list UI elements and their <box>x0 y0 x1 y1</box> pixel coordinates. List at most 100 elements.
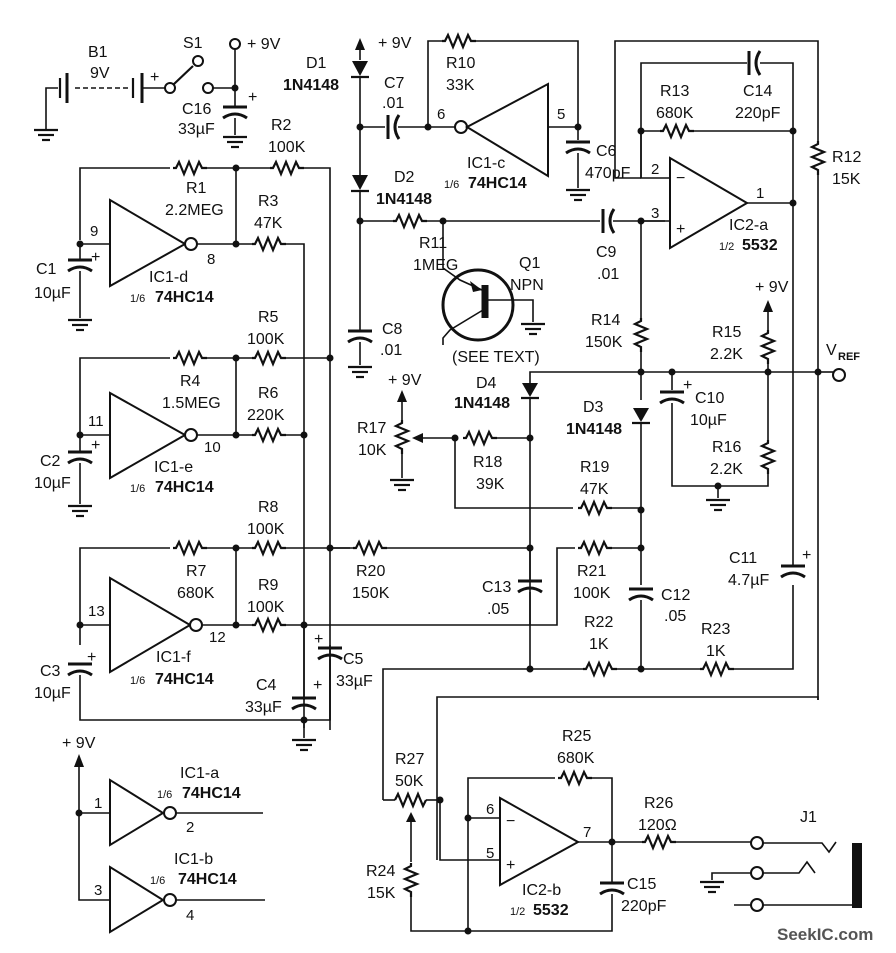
svg-text:1N4148: 1N4148 <box>376 191 432 208</box>
svg-text:R6: R6 <box>258 385 279 402</box>
svg-text:33µF: 33µF <box>245 699 282 716</box>
svg-text:D2: D2 <box>394 169 415 186</box>
svg-text:R1: R1 <box>186 180 207 197</box>
svg-text:(SEE TEXT): (SEE TEXT) <box>452 349 540 366</box>
svg-text:R11: R11 <box>419 235 447 252</box>
svg-text:100K: 100K <box>268 139 306 156</box>
resistor-r20: R20 150K <box>330 540 530 602</box>
svg-text:15K: 15K <box>367 885 396 902</box>
svg-text:6: 6 <box>486 801 494 818</box>
svg-text:R15: R15 <box>712 324 741 341</box>
noise-source-q1: R11 1MEG Q1 NPN (SEE TEXT) C9 .01 <box>360 207 665 366</box>
svg-text:680K: 680K <box>557 750 595 767</box>
svg-text:+: + <box>802 547 811 564</box>
svg-text:R9: R9 <box>258 577 279 594</box>
svg-text:R5: R5 <box>258 309 279 326</box>
oscillator-ic1c: 6 5 IC1-c 1/6 74HC14 R10 33K C6 470pF <box>424 33 631 202</box>
svg-text:R17: R17 <box>357 420 386 437</box>
svg-text:.05: .05 <box>664 608 686 625</box>
svg-text:R4: R4 <box>180 373 201 390</box>
battery-ref: B1 <box>88 44 108 61</box>
svg-text:C1: C1 <box>36 261 57 278</box>
svg-text:R8: R8 <box>258 499 279 516</box>
svg-text:R18: R18 <box>473 454 502 471</box>
svg-text:1MEG: 1MEG <box>413 257 458 274</box>
svg-text:1: 1 <box>756 185 764 202</box>
svg-text:8: 8 <box>207 251 215 268</box>
svg-text:.01: .01 <box>382 95 404 112</box>
oscillator-ic1f: + + + 13 12 IC1-f 1/6 74HC14 R7 680K R8 … <box>34 499 531 752</box>
oscillator-ic1d: + 9 8 IC1-d 1/6 74HC14 R1 2.2MEG R2 100K… <box>34 117 331 730</box>
svg-text:220K: 220K <box>247 407 285 424</box>
supply-label: + 9V <box>247 36 281 53</box>
svg-text:680K: 680K <box>177 585 215 602</box>
svg-text:+: + <box>87 649 96 666</box>
svg-text:+ 9V: + 9V <box>388 372 422 389</box>
filter-network: + + 9V D4 1N4148 D3 1N4148 R17 10K R18 3… <box>357 372 811 677</box>
vref-terminal[interactable] <box>832 368 846 382</box>
svg-text:7: 7 <box>583 824 591 841</box>
svg-text:1/6: 1/6 <box>130 483 145 495</box>
switch-s1[interactable]: S1 <box>164 35 214 94</box>
switch-ref: S1 <box>183 35 203 52</box>
svg-text:+: + <box>313 677 322 694</box>
svg-text:C3: C3 <box>40 663 61 680</box>
svg-text:5532: 5532 <box>533 902 569 919</box>
noise-diode-chain: + 9V D1 1N4148 C7 .01 D2 1N4148 C8 .01 <box>283 35 455 379</box>
svg-text:.01: .01 <box>597 266 619 283</box>
svg-text:+: + <box>676 221 685 238</box>
svg-text:1/6: 1/6 <box>444 179 459 191</box>
svg-text:C4: C4 <box>256 677 277 694</box>
svg-text:1: 1 <box>94 795 102 812</box>
svg-text:C11: C11 <box>729 550 757 567</box>
svg-text:IC1-d: IC1-d <box>149 269 188 286</box>
svg-text:R3: R3 <box>258 193 279 210</box>
svg-text:1/6: 1/6 <box>150 875 165 887</box>
svg-text:2: 2 <box>186 819 194 836</box>
svg-text:IC1-f: IC1-f <box>156 649 191 666</box>
svg-text:R7: R7 <box>186 563 207 580</box>
oscillator-ic1e: + 11 10 IC1-e 1/6 74HC14 R4 1.5MEG R5 10… <box>34 309 334 518</box>
svg-text:IC1-e: IC1-e <box>154 459 193 476</box>
svg-text:R21: R21 <box>577 563 606 580</box>
svg-text:C16: C16 <box>182 101 211 118</box>
svg-text:10: 10 <box>204 439 221 456</box>
svg-text:.05: .05 <box>487 601 509 618</box>
svg-text:R14: R14 <box>591 312 620 329</box>
svg-text:2.2MEG: 2.2MEG <box>165 202 224 219</box>
svg-text:100K: 100K <box>573 585 611 602</box>
svg-text:Q1: Q1 <box>519 255 540 272</box>
svg-text:1/2: 1/2 <box>719 241 734 253</box>
svg-text:10µF: 10µF <box>690 412 727 429</box>
svg-text:C14: C14 <box>743 83 772 100</box>
output-stage-ic2b: − + 6 5 7 IC2-b 1/2 5532 R27 50K R24 15K… <box>366 668 819 935</box>
svg-text:1/2: 1/2 <box>510 906 525 918</box>
battery-b1: B1 9V + <box>32 44 165 142</box>
svg-text:D1: D1 <box>306 55 327 72</box>
svg-text:+: + <box>506 857 515 874</box>
svg-text:150K: 150K <box>352 585 390 602</box>
svg-text:R2: R2 <box>271 117 292 134</box>
svg-text:+ 9V: + 9V <box>755 279 789 296</box>
svg-text:6: 6 <box>437 106 445 123</box>
svg-text:R10: R10 <box>446 55 475 72</box>
svg-text:10µF: 10µF <box>34 685 71 702</box>
svg-text:39K: 39K <box>476 476 505 493</box>
svg-text:74HC14: 74HC14 <box>155 289 214 306</box>
svg-text:R23: R23 <box>701 621 730 638</box>
svg-text:C5: C5 <box>343 651 364 668</box>
supply-node-9v: + 9V <box>213 36 281 92</box>
svg-text:D3: D3 <box>583 399 604 416</box>
svg-text:J1: J1 <box>800 809 817 826</box>
svg-text:33µF: 33µF <box>178 121 215 138</box>
svg-text:74HC14: 74HC14 <box>182 785 241 802</box>
svg-text:+ 9V: + 9V <box>378 35 412 52</box>
svg-text:680K: 680K <box>656 105 694 122</box>
svg-text:3: 3 <box>651 205 659 222</box>
svg-text:1N4148: 1N4148 <box>283 77 339 94</box>
output-jack-j1[interactable]: J1 <box>698 809 862 912</box>
svg-text:74HC14: 74HC14 <box>155 479 214 496</box>
svg-text:2.2K: 2.2K <box>710 461 743 478</box>
vref-divider: V REF + 9V + R14 150K R15 2.2K R16 2.2K … <box>529 279 860 512</box>
